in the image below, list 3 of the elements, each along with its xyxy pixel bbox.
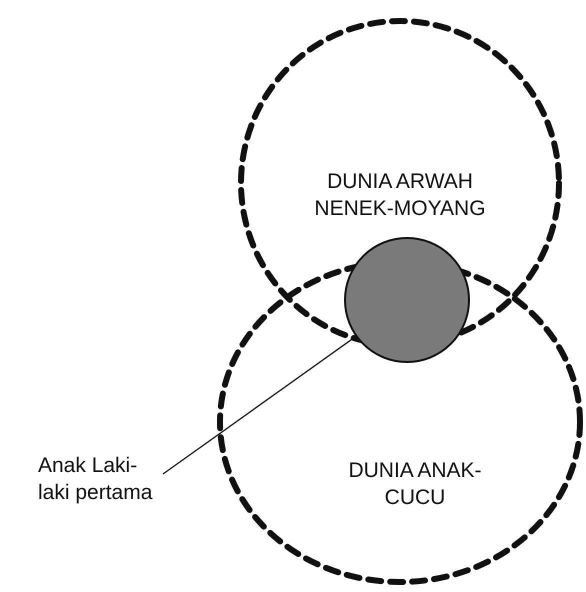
callout-label: Anak Laki- laki pertama [38, 453, 154, 506]
region-label: DUNIA ANAK-CUCU [347, 458, 483, 512]
region-label: DUNIA ARWAH NENEK-MOYANG [313, 169, 487, 222]
